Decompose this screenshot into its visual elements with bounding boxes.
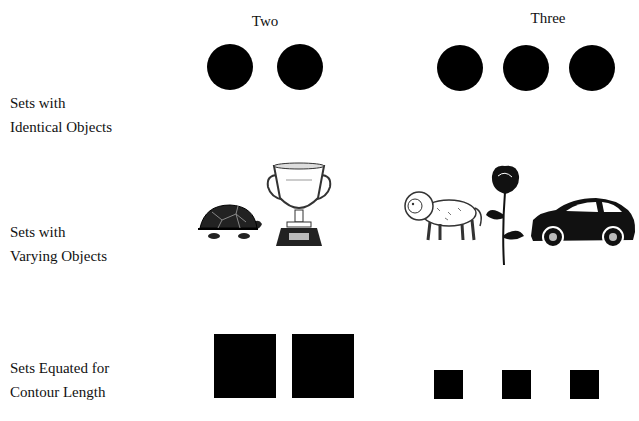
row-label: Sets Equated for Contour Length	[10, 356, 135, 404]
square	[214, 334, 276, 398]
turtle-picture	[198, 205, 262, 239]
square	[502, 370, 531, 399]
dot	[437, 45, 483, 91]
dot	[569, 45, 615, 91]
dot	[207, 44, 253, 90]
row-label: Sets with Identical Objects	[10, 91, 118, 139]
column-heading: Three	[531, 6, 566, 30]
dot	[277, 44, 323, 90]
lion-picture	[405, 192, 481, 240]
trophy-picture	[268, 163, 331, 246]
square	[434, 370, 463, 399]
rose-picture	[486, 166, 524, 265]
square	[292, 334, 354, 398]
row-label: Sets with Varying Objects	[10, 220, 114, 268]
square	[570, 370, 599, 399]
dot	[503, 45, 549, 91]
column-heading: Two	[252, 9, 278, 33]
car-picture	[531, 198, 635, 247]
